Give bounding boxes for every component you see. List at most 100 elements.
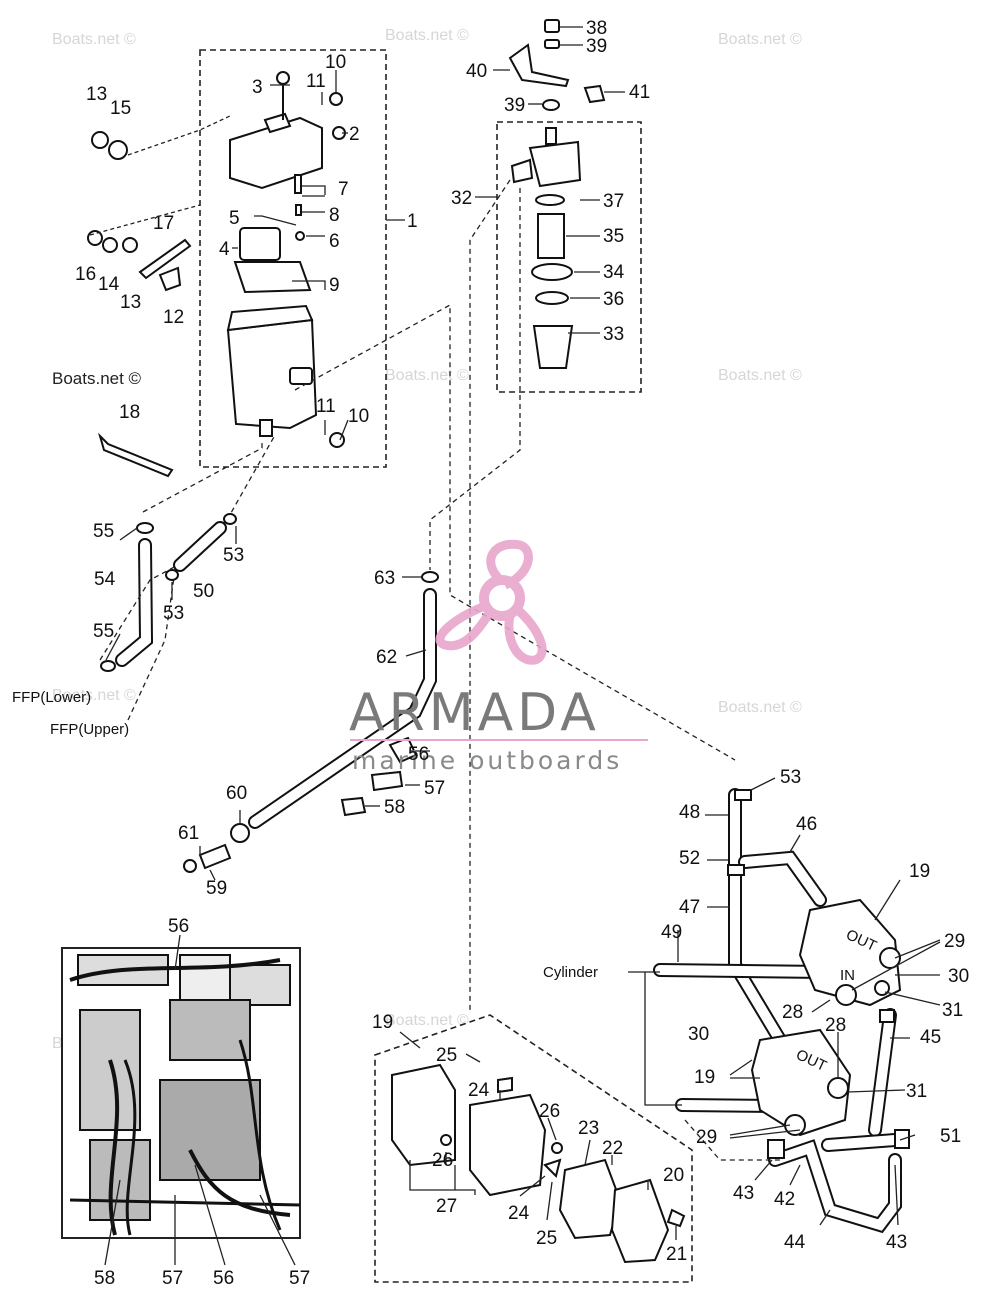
- callout-58: 58: [384, 797, 405, 818]
- callout-39: 39: [586, 36, 607, 57]
- callout-19: 19: [909, 861, 930, 882]
- callout-53: 53: [223, 545, 244, 566]
- callout-63: 63: [374, 568, 395, 589]
- callout-30: 30: [948, 966, 969, 987]
- callout-51: 51: [940, 1126, 961, 1147]
- callout-32: 32: [451, 188, 472, 209]
- callout-3: 3: [252, 77, 263, 98]
- callout-11: 11: [306, 71, 326, 92]
- callout-56: 56: [408, 744, 429, 765]
- armada-logo: [435, 539, 547, 665]
- watermark: Boats.net ©: [385, 27, 469, 44]
- callout-55: 55: [93, 621, 114, 642]
- callout-53: 53: [163, 603, 184, 624]
- callout-43: 43: [733, 1183, 754, 1204]
- ffp-upper-label: FFP(Upper): [50, 721, 129, 738]
- vapor-separator-tank: [226, 71, 346, 448]
- callout-16: 16: [75, 264, 96, 285]
- callout-11: 11: [316, 396, 336, 417]
- hoses: [115, 521, 902, 1234]
- callout-28: 28: [825, 1015, 846, 1036]
- callout-31: 31: [906, 1081, 927, 1102]
- watermark: Boats.net ©: [52, 687, 136, 704]
- callout-31: 31: [942, 1000, 963, 1021]
- callout-56: 56: [213, 1268, 234, 1289]
- callout-52: 52: [679, 848, 700, 869]
- callout-29: 29: [944, 931, 965, 952]
- fuel-pump-upper: OUT IN: [798, 898, 902, 1007]
- callout-20: 20: [663, 1165, 684, 1186]
- callout-33: 33: [603, 324, 624, 345]
- callout-30: 30: [688, 1024, 709, 1045]
- callout-26: 26: [539, 1101, 560, 1122]
- callout-8: 8: [329, 205, 340, 226]
- callouts: 1 2 3 4 5 6 7 8 9 10 10 11 11 12 13 13 1…: [75, 18, 969, 1289]
- fuel-pump-lower: OUT: [750, 1028, 852, 1137]
- callout-53: 53: [780, 767, 801, 788]
- callout-21: 21: [666, 1244, 687, 1265]
- callout-62: 62: [376, 647, 397, 668]
- callout-29: 29: [696, 1127, 717, 1148]
- callout-22: 22: [602, 1138, 623, 1159]
- callout-46: 46: [796, 814, 817, 835]
- callout-35: 35: [603, 226, 624, 247]
- callout-38: 38: [586, 18, 607, 39]
- callout-41: 41: [629, 82, 650, 103]
- callout-15: 15: [110, 98, 131, 119]
- callout-55: 55: [93, 521, 114, 542]
- filter-group-box: [496, 121, 642, 393]
- watermark: Boats.net ©: [385, 367, 469, 384]
- callout-23: 23: [578, 1118, 599, 1139]
- callout-10: 10: [348, 406, 369, 427]
- callout-58: 58: [94, 1268, 115, 1289]
- callout-13: 13: [86, 84, 107, 105]
- callout-12: 12: [163, 307, 184, 328]
- callout-37: 37: [603, 191, 624, 212]
- callout-24: 24: [508, 1203, 530, 1224]
- watermark: Boats.net ©: [718, 699, 802, 716]
- callout-50: 50: [193, 581, 214, 602]
- watermark: Boats.net ©: [718, 31, 802, 48]
- callout-44: 44: [784, 1232, 806, 1253]
- callout-26: 26: [432, 1150, 453, 1171]
- callout-19: 19: [372, 1012, 393, 1033]
- callout-49: 49: [661, 922, 682, 943]
- callout-7: 7: [338, 179, 349, 200]
- clamps-and-fittings: [100, 513, 910, 1159]
- callout-24: 24: [468, 1080, 490, 1101]
- callout-27: 27: [436, 1196, 457, 1217]
- callout-43: 43: [886, 1232, 907, 1253]
- left-small-parts: [87, 114, 233, 478]
- callout-17: 17: [153, 213, 174, 234]
- pump-kit-parts: [391, 1063, 686, 1264]
- engine-illustration: [61, 947, 301, 1239]
- callout-57: 57: [424, 778, 445, 799]
- watermark: Boats.net ©: [52, 31, 136, 48]
- callout-10: 10: [325, 52, 346, 73]
- callout-4: 4: [219, 239, 230, 260]
- callout-40: 40: [466, 61, 487, 82]
- watermark: Boats.net ©: [718, 367, 802, 384]
- fuel-filter-assembly: [508, 19, 606, 369]
- callout-47: 47: [679, 897, 700, 918]
- brand-tagline: marine outboards: [352, 746, 622, 775]
- callout-5: 5: [229, 208, 240, 229]
- callout-36: 36: [603, 289, 624, 310]
- callout-19: 19: [694, 1067, 715, 1088]
- tank-group-box: [199, 49, 387, 468]
- callout-42: 42: [774, 1189, 795, 1210]
- leader-lines: [104, 26, 941, 1266]
- callout-59: 59: [206, 878, 227, 899]
- watermark: Boats.net ©: [385, 1012, 469, 1029]
- cylinder-label: Cylinder: [543, 964, 598, 981]
- ffp-lower-label: FFP(Lower): [12, 689, 91, 706]
- callout-57: 57: [289, 1268, 310, 1289]
- callout-48: 48: [679, 802, 700, 823]
- callout-60: 60: [226, 783, 247, 804]
- callout-14: 14: [98, 274, 120, 295]
- callout-1: 1: [407, 211, 418, 232]
- callout-2: 2: [349, 124, 360, 145]
- callout-45: 45: [920, 1027, 941, 1048]
- callout-13: 13: [120, 292, 141, 313]
